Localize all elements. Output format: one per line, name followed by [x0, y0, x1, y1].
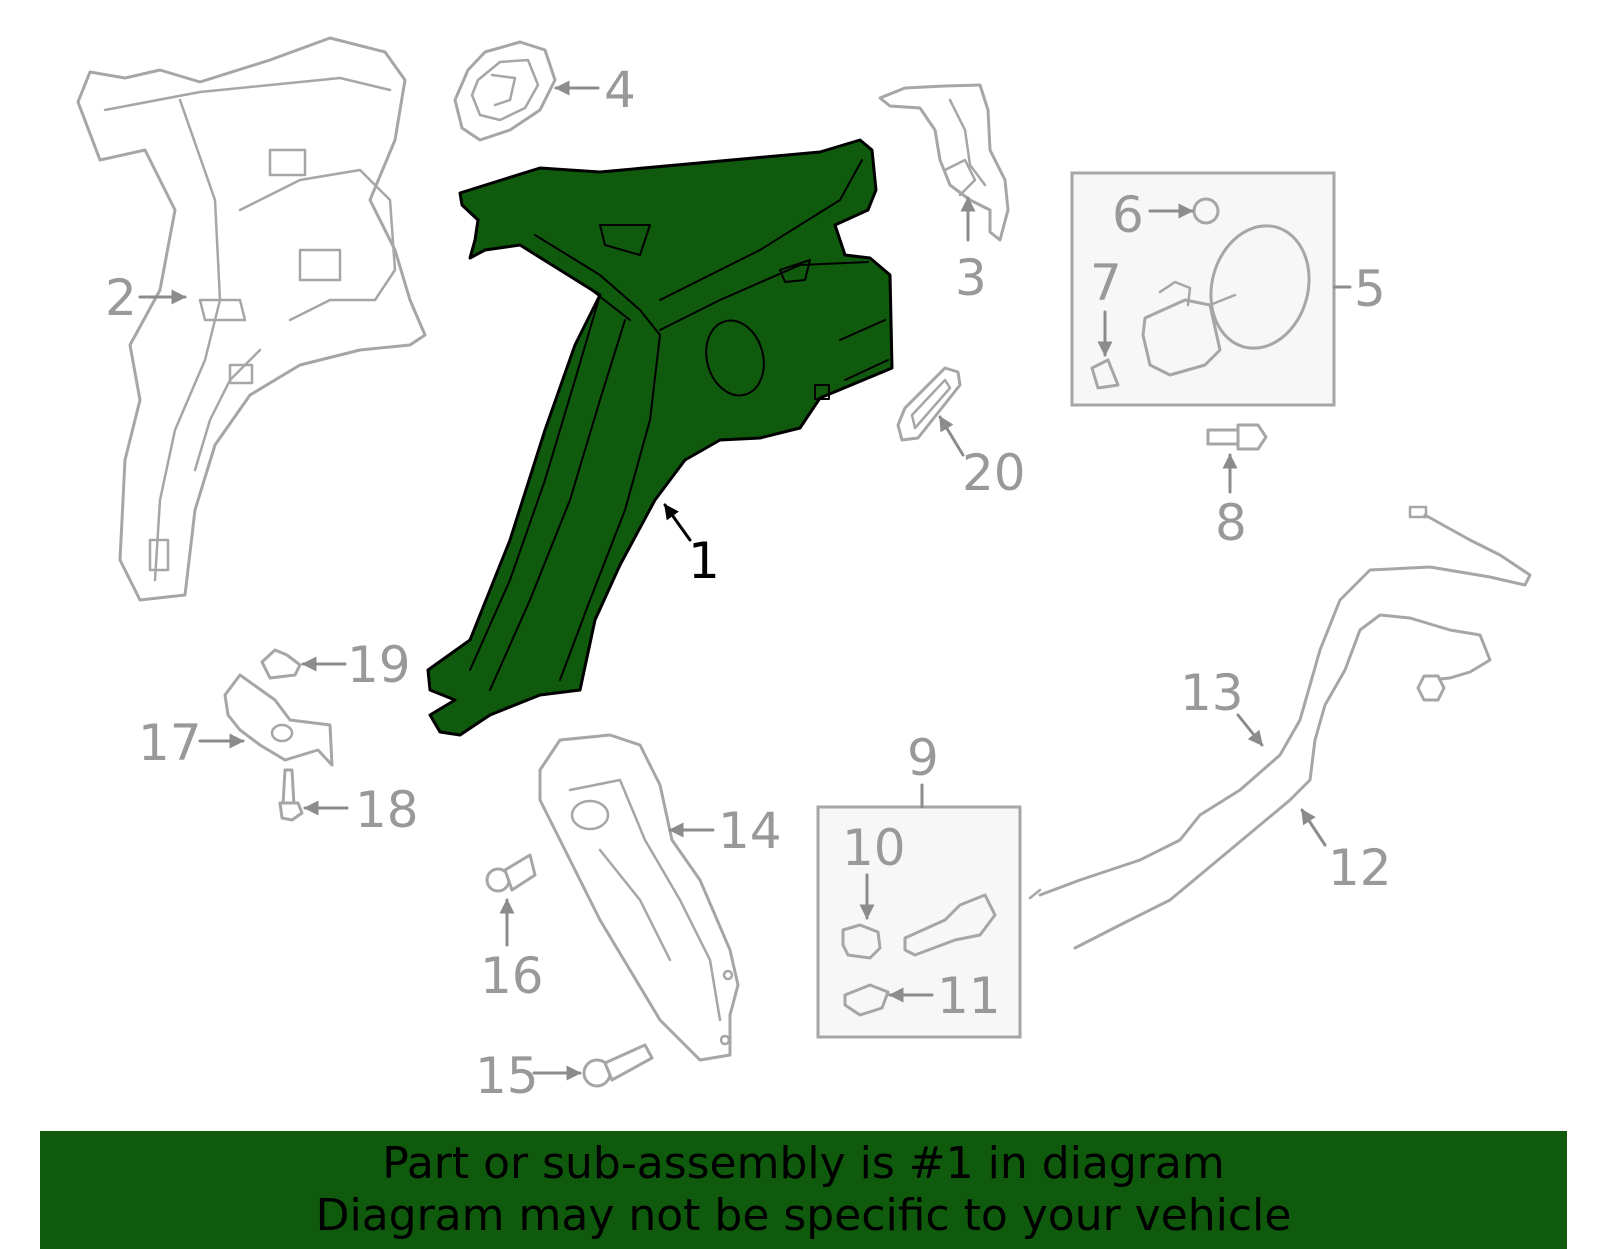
part-8-bolt[interactable] — [1206, 423, 1268, 451]
callout-14: 14 — [718, 802, 782, 860]
callout-17: 17 — [138, 714, 202, 772]
part-19-clip[interactable] — [260, 648, 302, 680]
callout-13: 13 — [1180, 664, 1244, 722]
callout-1: 1 — [688, 532, 720, 590]
callout-8: 8 — [1215, 494, 1247, 552]
part-20-garnish[interactable] — [896, 366, 962, 442]
part-4-filler-housing[interactable] — [453, 40, 557, 142]
callout-19: 19 — [347, 636, 411, 694]
callout-20: 20 — [962, 444, 1026, 502]
callout-3: 3 — [955, 249, 987, 307]
part-2-inner-panel[interactable] — [76, 36, 427, 602]
part-18-bolt[interactable] — [278, 768, 304, 822]
banner-line-2: Diagram may not be specific to your vehi… — [315, 1190, 1292, 1241]
callout-12: 12 — [1328, 839, 1392, 897]
callout-9: 9 — [907, 729, 939, 787]
callout-6: 6 — [1112, 186, 1144, 244]
callout-16: 16 — [480, 947, 544, 1005]
part-1-quarter-panel[interactable] — [426, 138, 894, 737]
callout-11: 11 — [937, 967, 1001, 1025]
part-13-cable[interactable] — [1028, 505, 1532, 900]
callout-7: 7 — [1090, 254, 1122, 312]
part-9-box[interactable] — [816, 805, 1022, 1039]
callout-labels: 1 2 3 4 5 6 7 8 9 10 11 12 13 14 15 16 1… — [105, 61, 1392, 1105]
leader-lines — [138, 80, 1352, 1081]
callout-10: 10 — [842, 819, 906, 877]
part-17-bracket[interactable] — [223, 673, 334, 767]
part-3-bracket[interactable] — [878, 83, 1010, 242]
callout-4: 4 — [604, 61, 636, 119]
callout-18: 18 — [355, 781, 419, 839]
callout-2: 2 — [105, 269, 137, 327]
callout-5: 5 — [1354, 260, 1386, 318]
part-5-fuel-door-box[interactable] — [1070, 171, 1336, 407]
part-15-screw[interactable] — [582, 1043, 654, 1088]
callout-15: 15 — [475, 1047, 539, 1105]
part-16-clip[interactable] — [485, 853, 537, 893]
info-banner: Part or sub-assembly is #1 in diagram Di… — [40, 1131, 1567, 1249]
banner-line-1: Part or sub-assembly is #1 in diagram — [382, 1138, 1225, 1189]
part-14-liner[interactable] — [538, 733, 740, 1062]
part-12-cable[interactable] — [1073, 613, 1492, 950]
